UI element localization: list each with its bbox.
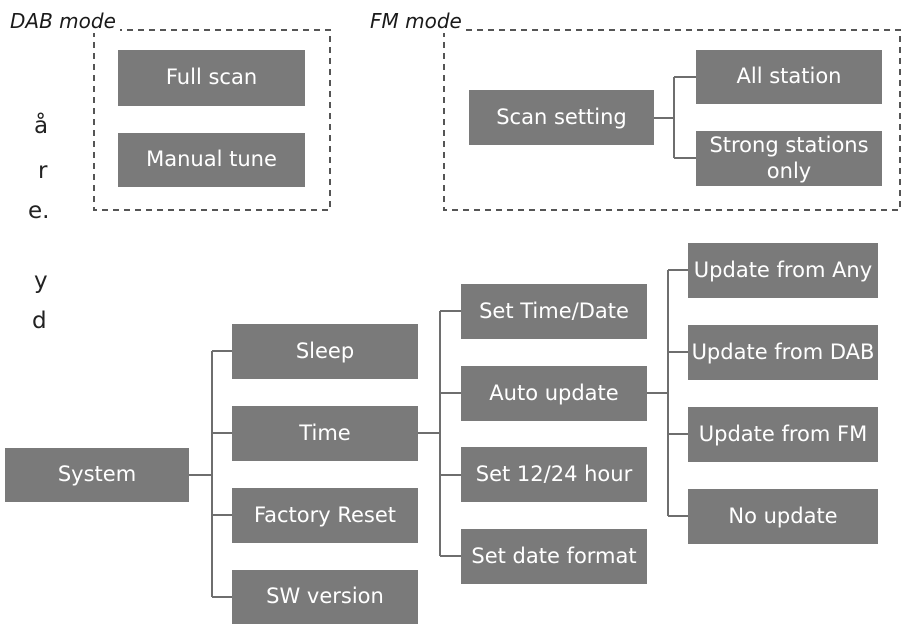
strong-stations-box: Strong stations only bbox=[696, 131, 882, 186]
update-from-any-box: Update from Any bbox=[688, 243, 878, 298]
margin-text-fragment: y bbox=[34, 268, 48, 294]
fm-group-frame bbox=[443, 29, 901, 211]
margin-text-fragment: e. bbox=[28, 198, 50, 224]
dab-mode-label: DAB mode bbox=[6, 9, 120, 33]
margin-text-fragment: d bbox=[32, 308, 47, 334]
time-box: Time bbox=[232, 406, 418, 461]
dab-group-frame bbox=[93, 29, 331, 211]
auto-update-box: Auto update bbox=[461, 366, 647, 421]
sw-version-box: SW version bbox=[232, 570, 418, 624]
update-from-dab-box: Update from DAB bbox=[688, 325, 878, 380]
full-scan-box: Full scan bbox=[118, 50, 305, 106]
factory-reset-box: Factory Reset bbox=[232, 488, 418, 543]
update-from-fm-box: Update from FM bbox=[688, 407, 878, 462]
sleep-box: Sleep bbox=[232, 324, 418, 379]
manual-tune-box: Manual tune bbox=[118, 133, 305, 187]
set-12-24-hour-box: Set 12/24 hour bbox=[461, 447, 647, 502]
all-station-box: All station bbox=[696, 50, 882, 104]
set-date-format-box: Set date format bbox=[461, 529, 647, 584]
fm-mode-label: FM mode bbox=[366, 9, 466, 33]
no-update-box: No update bbox=[688, 489, 878, 544]
margin-text-fragment: å bbox=[34, 113, 49, 139]
scan-setting-box: Scan setting bbox=[469, 90, 654, 145]
system-box: System bbox=[5, 448, 189, 502]
set-time-date-box: Set Time/Date bbox=[461, 284, 647, 339]
margin-text-fragment: r bbox=[38, 158, 48, 184]
